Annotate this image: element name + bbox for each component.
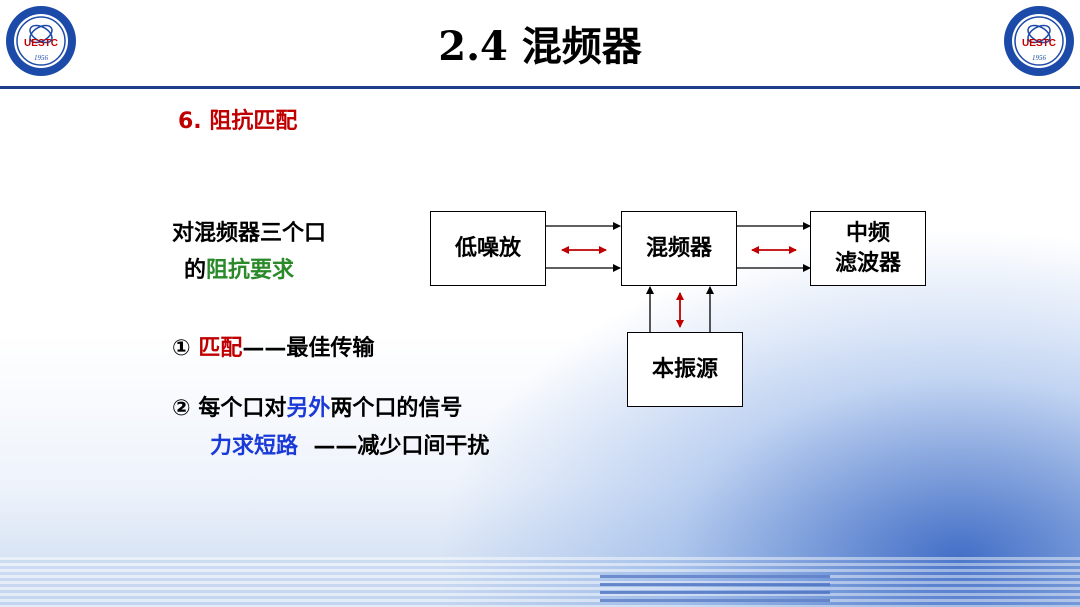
point-2-text-b: 两个口的信号 bbox=[330, 396, 463, 421]
uestc-logo-right: UESTC 1956 bbox=[1004, 6, 1074, 76]
point-1-number: ① bbox=[172, 336, 191, 361]
point-1-key: 匹配 bbox=[198, 336, 243, 361]
mixer-block: 混频器 bbox=[621, 211, 737, 286]
decorative-stripe bbox=[600, 575, 830, 578]
uestc-logo-left: UESTC 1956 bbox=[6, 6, 76, 76]
decorative-stripe bbox=[600, 599, 830, 602]
svg-text:1956: 1956 bbox=[34, 54, 49, 62]
point-2-line-2-key: 力求短路 bbox=[210, 434, 299, 459]
section-heading: 6. 阻抗匹配 bbox=[178, 109, 298, 134]
point-2-key: 另外 bbox=[286, 396, 331, 421]
point-2-text-a: 每个口对 bbox=[198, 396, 287, 421]
point-2-line-2-rest: ——减少口间干扰 bbox=[313, 434, 490, 459]
svg-text:UESTC: UESTC bbox=[24, 38, 58, 49]
local-oscillator-block: 本振源 bbox=[627, 332, 743, 407]
decorative-stripe bbox=[600, 583, 830, 586]
point-1: ① 匹配——最佳传输 bbox=[172, 330, 374, 362]
intro-prefix: 的 bbox=[184, 258, 207, 283]
point-2: ② 每个口对另外两个口的信号 bbox=[172, 390, 462, 422]
if-filter-label-1: 中频 bbox=[845, 220, 890, 246]
if-filter-block: 中频 滤波器 bbox=[810, 211, 926, 286]
intro-line-1: 对混频器三个口 bbox=[172, 221, 327, 246]
header-divider bbox=[0, 86, 1080, 89]
decorative-stripe bbox=[600, 591, 830, 594]
intro-line-2: 的阻抗要求 bbox=[184, 252, 294, 284]
svg-text:UESTC: UESTC bbox=[1022, 38, 1056, 49]
if-filter-label-2: 滤波器 bbox=[834, 250, 901, 276]
point-1-rest: ——最佳传输 bbox=[242, 336, 375, 361]
intro-highlight: 阻抗要求 bbox=[206, 258, 295, 283]
svg-text:1956: 1956 bbox=[1032, 54, 1047, 62]
page-title: 2.4 混频器 bbox=[438, 23, 642, 70]
decorative-stripes bbox=[0, 557, 1080, 607]
point-2-line-2: 力求短路 ——减少口间干扰 bbox=[210, 428, 489, 460]
point-2-number: ② bbox=[172, 396, 191, 421]
lna-block: 低噪放 bbox=[430, 211, 546, 286]
